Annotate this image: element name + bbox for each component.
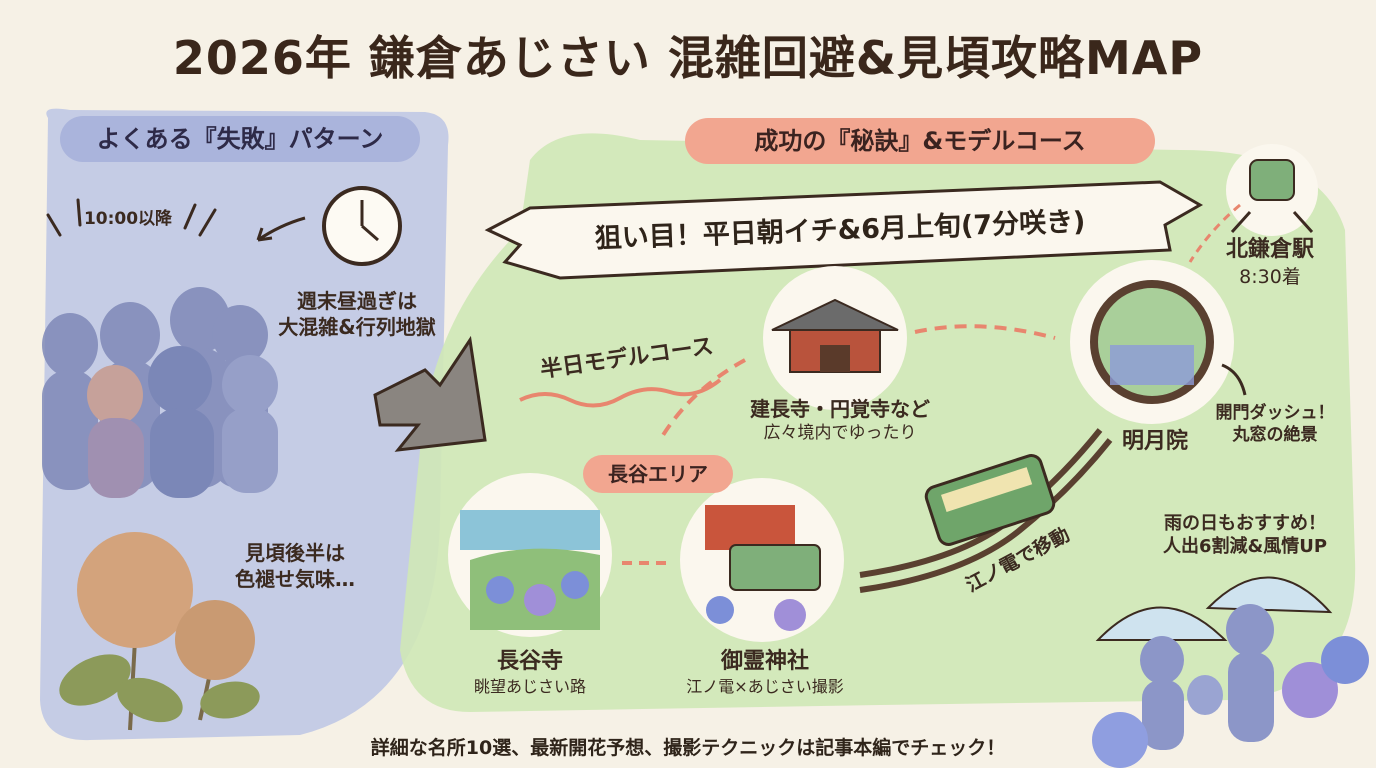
half-day-underline <box>519 378 722 408</box>
crowd-caption-line2: 大混雑&行列地獄 <box>278 315 436 339</box>
meigetsuin-name: 明月院 <box>1121 429 1188 454</box>
rain-caption-line2: 人出6割減&風情UP <box>1162 536 1328 558</box>
rain-scene-illustration <box>1092 576 1369 768</box>
crowd-illustration <box>42 287 278 498</box>
kenchoji-illustration <box>763 266 907 410</box>
kenchoji-name: 建長寺・円覚寺など <box>750 397 930 421</box>
kenchoji-desc: 広々境内でゆったり <box>763 423 917 443</box>
time-label: 10:00以降 <box>83 209 173 229</box>
hasedera-name: 長谷寺 <box>496 649 563 674</box>
stress-lines <box>46 198 217 237</box>
station-time: 8:30着 <box>1239 265 1301 288</box>
footer-note: 詳細な名所10選、最新開花予想、撮影テクニックは記事本編でチェック！ <box>370 737 1006 759</box>
wilted-caption-line1: 見頃後半は <box>245 541 345 565</box>
hase-area-label: 長谷エリア <box>583 455 733 493</box>
meigetsuin-note-arrow <box>1221 363 1247 396</box>
goryo-desc: 江ノ電×あじさい撮影 <box>686 676 844 696</box>
rain-caption-line1: 雨の日もおすすめ！ <box>1164 513 1326 534</box>
hasedera-info: 長谷寺 眺望あじさい路 <box>445 648 615 697</box>
station-name: 北鎌倉駅 <box>1225 237 1314 262</box>
failure-pattern-header: よくある『失敗』パターン <box>60 116 420 162</box>
crowd-caption-line1: 週末昼過ぎは <box>297 289 417 313</box>
meigetsuin-note: 開門ダッシュ！ 丸窓の絶景 <box>1200 402 1350 446</box>
station-info: 北鎌倉駅 8:30着 <box>1205 236 1335 289</box>
hasedera-illustration <box>448 473 612 637</box>
hasedera-desc: 眺望あじさい路 <box>473 676 586 696</box>
goryo-name: 御霊神社 <box>720 649 809 674</box>
meigetsuin-note-line2: 丸窓の絶景 <box>1232 425 1318 446</box>
to-hase-arrow <box>658 358 746 442</box>
banner-ribbon <box>484 180 1204 280</box>
crowd-caption: 週末昼過ぎは 大混雑&行列地獄 <box>262 288 452 340</box>
kenchoji-info: 建長寺・円覚寺など 広々境内でゆったり <box>725 396 955 444</box>
page-title: 2026年 鎌倉あじさい 混雑回避&見頃攻略MAP <box>172 31 1204 85</box>
wilted-hydrangea-illustration <box>59 532 260 731</box>
station-train-icon <box>1226 144 1318 236</box>
success-secret-header: 成功の『秘訣』&モデルコース <box>685 118 1155 164</box>
station-arrow <box>1188 203 1241 263</box>
wilted-caption: 見頃後半は 色褪せ気味… <box>205 540 385 592</box>
goryo-illustration <box>680 478 844 642</box>
rain-caption: 雨の日もおすすめ！ 人出6割減&風情UP <box>1135 512 1355 559</box>
goryo-info: 御霊神社 江ノ電×あじさい撮影 <box>660 648 870 697</box>
meigetsuin-note-line1: 開門ダッシュ！ <box>1215 403 1335 423</box>
meigetsuin-illustration <box>1070 260 1234 424</box>
clock-arrow <box>257 216 306 242</box>
temple-link-arrow <box>914 324 1056 340</box>
wilted-caption-line2: 色褪せ気味… <box>235 567 355 591</box>
enoden-train-icon <box>924 454 1056 546</box>
clock-icon <box>322 186 402 266</box>
transition-arrow <box>373 335 487 452</box>
